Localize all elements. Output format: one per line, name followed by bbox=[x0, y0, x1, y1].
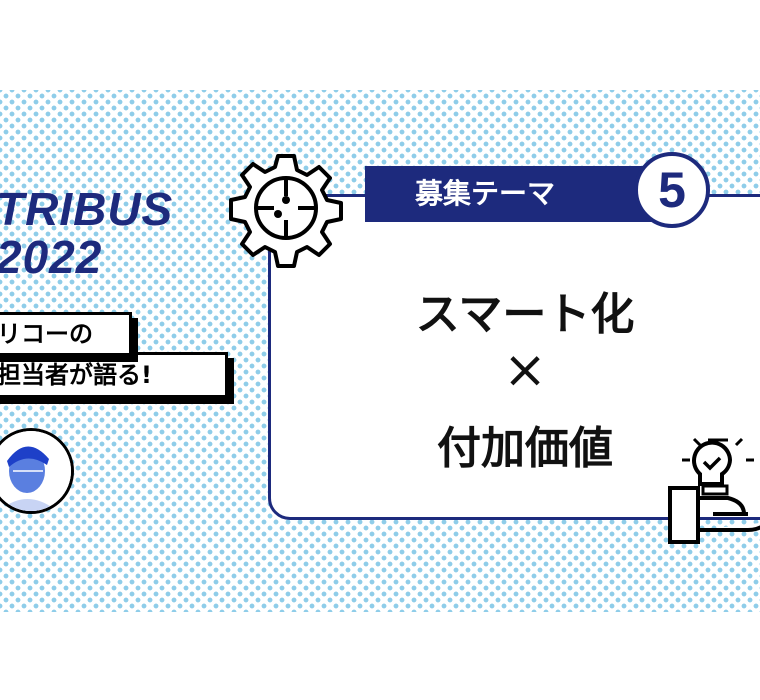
gear-puzzle-icon bbox=[229, 154, 343, 268]
brand-name: TRIBUS bbox=[0, 183, 174, 235]
brand-year: 2022 bbox=[0, 231, 103, 283]
theme-band: 募集テーマ bbox=[365, 166, 655, 222]
speaker-label-line1: リコーの bbox=[0, 312, 132, 356]
hand-lightbulb-icon bbox=[668, 437, 760, 544]
theme-number-badge: 5 bbox=[634, 152, 710, 228]
label-text: 担当者が語る! bbox=[0, 361, 152, 389]
theme-number: 5 bbox=[658, 162, 686, 218]
theme-card bbox=[268, 194, 760, 520]
avatar bbox=[0, 428, 74, 514]
theme-title-line2: 付加価値 bbox=[437, 423, 613, 474]
brand-logo: TRIBUS 2022 bbox=[0, 185, 173, 281]
theme-title-cross: × bbox=[503, 340, 547, 400]
speaker-label-line2: 担当者が語る! bbox=[0, 352, 228, 398]
label-text: リコーの bbox=[0, 320, 93, 348]
person-photo-icon bbox=[0, 431, 71, 511]
theme-band-label: 募集テーマ bbox=[415, 177, 556, 210]
theme-title-line1: スマート化 bbox=[415, 289, 635, 340]
